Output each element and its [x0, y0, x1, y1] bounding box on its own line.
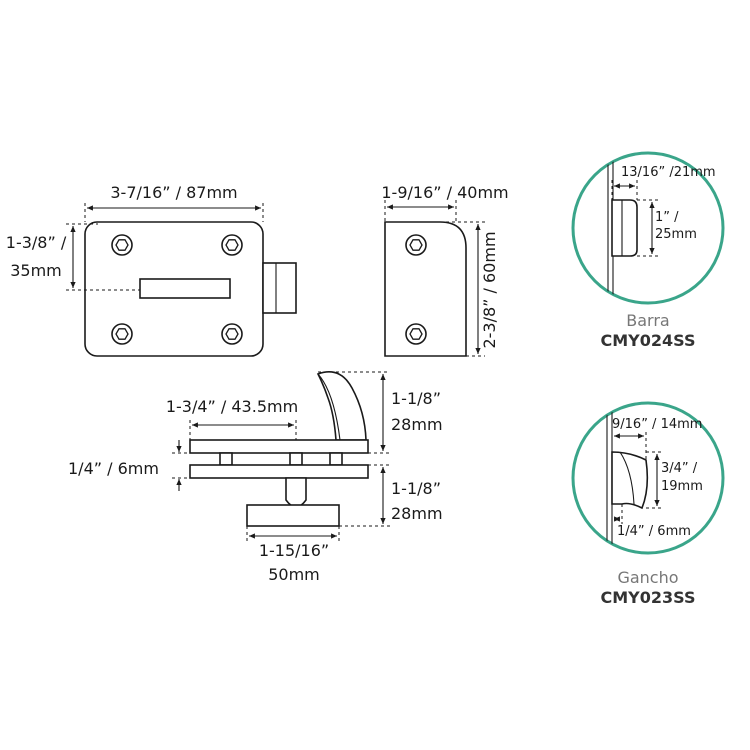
- screw-head-icon: [405, 323, 427, 345]
- gancho-code: CMY023SS: [601, 588, 696, 607]
- screw-head-icon: [111, 323, 133, 345]
- gancho-name: Gancho: [617, 568, 678, 587]
- side-view: 1-9/16” / 40mm 2-3/8” / 60mm: [381, 183, 509, 357]
- barra-code: CMY024SS: [601, 331, 696, 350]
- bottom-top-height-line1: 1-1/8”: [391, 389, 441, 408]
- front-height-label-line2: 35mm: [10, 261, 62, 280]
- front-view: 3-7/16” / 87mm 1-3/8” / 35mm: [6, 183, 297, 357]
- gancho-hook-profile: [611, 451, 649, 510]
- barra-detail: 13/16” /21mm 1” / 25mm Barra CMY024SS: [571, 151, 725, 350]
- gancho-height-line1: 3/4” /: [661, 461, 698, 476]
- barra-width-label: 13/16” /21mm: [621, 165, 716, 180]
- bottom-lower-height-line2: 28mm: [391, 504, 443, 523]
- bottom-base-width-line1: 1-15/16”: [259, 541, 329, 560]
- barra-name: Barra: [626, 311, 669, 330]
- gancho-width-label: 9/16” / 14mm: [612, 417, 702, 432]
- barra-detail-circle: [571, 151, 725, 305]
- front-height-label-line1: 1-3/8” /: [6, 233, 67, 252]
- bottom-lower-height-line1: 1-1/8”: [391, 479, 441, 498]
- gancho-height-line2: 19mm: [661, 479, 703, 494]
- bottom-base-width-line2: 50mm: [268, 565, 320, 584]
- bolt-slot: [139, 278, 231, 299]
- side-width-label: 1-9/16” / 40mm: [381, 183, 508, 202]
- bottom-offset-label: 1-3/4” / 43.5mm: [166, 397, 298, 416]
- side-height-label: 2-3/8” / 60mm: [480, 231, 499, 348]
- barra-bar-profile: [611, 199, 638, 257]
- screw-head-icon: [405, 234, 427, 256]
- bottom-top-height-line2: 28mm: [391, 415, 443, 434]
- barra-height-line1: 1” /: [655, 210, 679, 225]
- screw-head-icon: [221, 234, 243, 256]
- bottom-view: 1-3/4” / 43.5mm 1-1/8” 28mm 1/4” / 6mm 1…: [68, 371, 443, 584]
- bottom-gap-label: 1/4” / 6mm: [68, 459, 159, 478]
- screw-head-icon: [111, 234, 133, 256]
- knob-stem: [285, 477, 307, 508]
- bottom-middle-plate: [189, 464, 369, 479]
- barra-height-line2: 25mm: [655, 227, 697, 242]
- knob-base: [246, 504, 340, 527]
- gancho-depth-label: 1/4” / 6mm: [617, 524, 691, 539]
- latch-housing-stub: [262, 262, 297, 314]
- bottom-top-plate: [189, 439, 369, 454]
- catch-hook: [316, 371, 367, 441]
- gancho-detail: 9/16” / 14mm 3/4” / 19mm 1/4” / 6mm Ganc…: [571, 401, 725, 607]
- screw-head-icon: [221, 323, 243, 345]
- front-width-label: 3-7/16” / 87mm: [110, 183, 237, 202]
